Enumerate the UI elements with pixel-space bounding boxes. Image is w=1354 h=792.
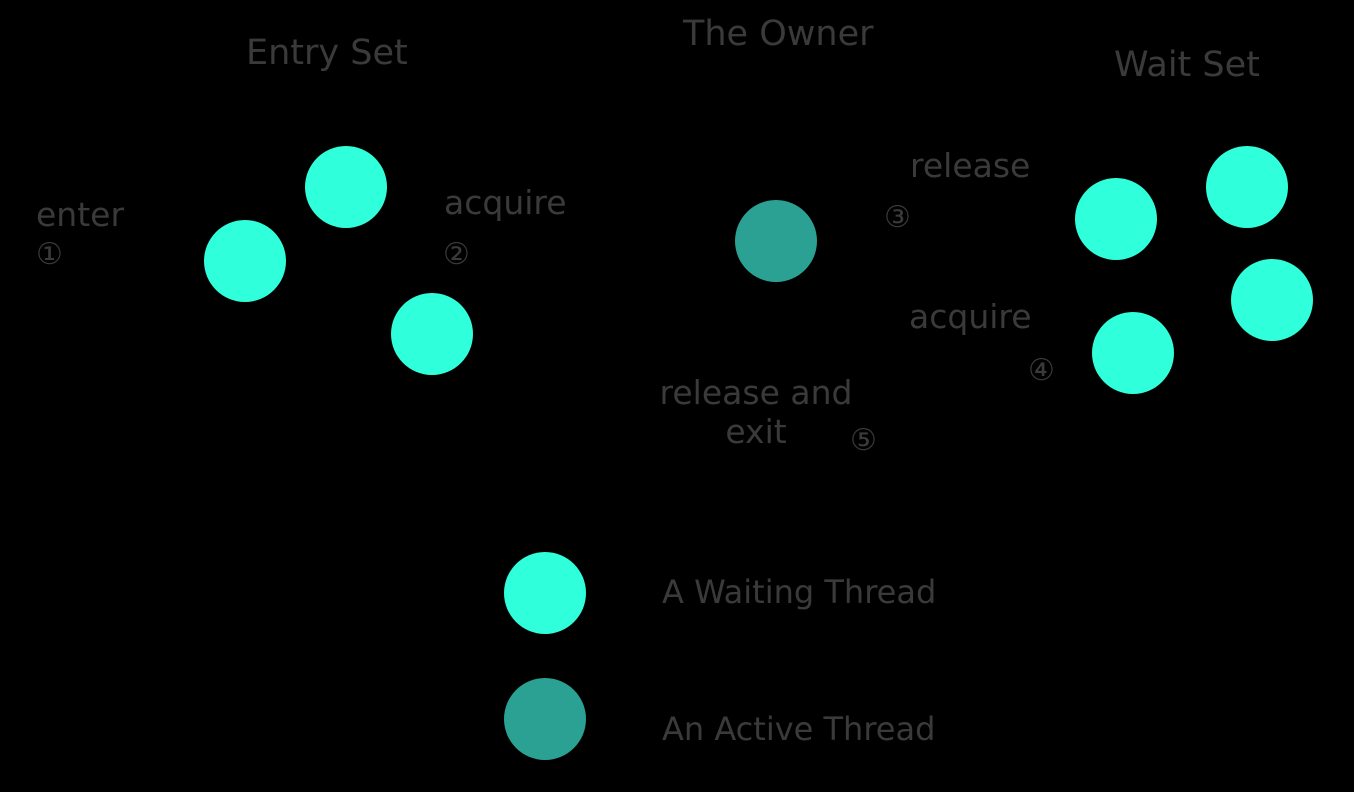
entry-set-title: Entry Set — [246, 33, 408, 73]
step-number-3: ③ — [884, 200, 911, 235]
step-label-release-and-exit: release and exit — [659, 373, 853, 451]
step-number-4: ④ — [1028, 353, 1055, 388]
wait-set-title: Wait Set — [1114, 45, 1260, 85]
owner-thread — [735, 200, 817, 282]
step-label-acquire-wait: acquire — [909, 297, 1032, 336]
legend-swatch-active-thread — [504, 678, 586, 760]
entry-set-thread — [305, 146, 387, 228]
wait-set-thread — [1231, 259, 1313, 341]
legend-swatch-waiting-thread — [504, 552, 586, 634]
wait-set-thread — [1075, 178, 1157, 260]
step-label-enter: enter — [36, 195, 125, 234]
wait-set-thread — [1206, 146, 1288, 228]
owner-title: The Owner — [683, 14, 874, 54]
entry-set-thread — [204, 220, 286, 302]
step-label-release: release — [910, 146, 1031, 185]
step-number-1: ① — [36, 237, 63, 272]
step-label-acquire-entry: acquire — [444, 183, 567, 222]
step-number-5: ⑤ — [850, 423, 877, 458]
step-number-2: ② — [443, 237, 470, 272]
legend-label-waiting-thread: A Waiting Thread — [662, 573, 937, 611]
entry-set-thread — [391, 293, 473, 375]
legend-label-active-thread: An Active Thread — [662, 710, 936, 748]
wait-set-thread — [1092, 312, 1174, 394]
